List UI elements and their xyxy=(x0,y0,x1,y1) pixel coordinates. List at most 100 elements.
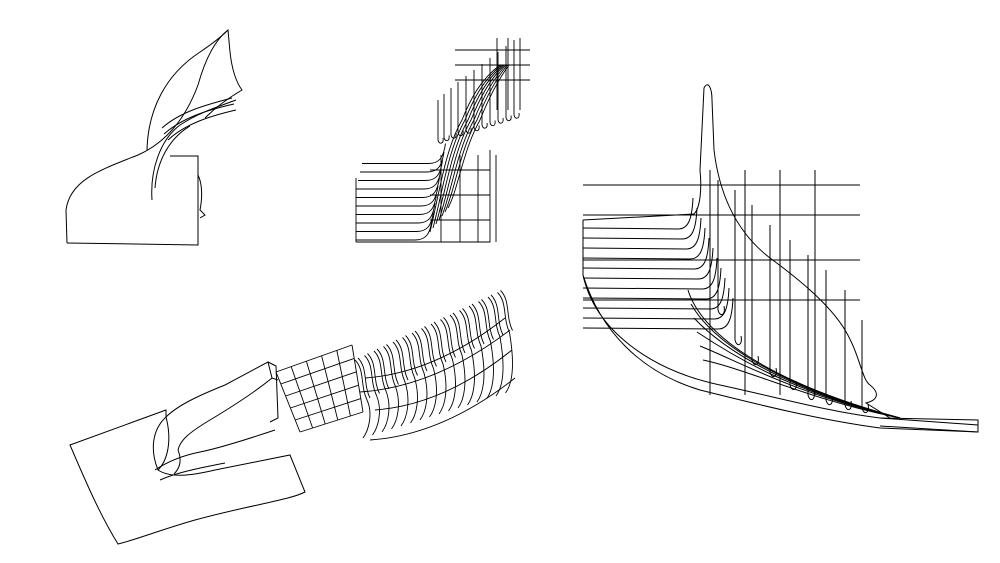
station-line xyxy=(458,82,463,136)
section-curve xyxy=(583,228,705,259)
station-line xyxy=(718,180,724,315)
station-line xyxy=(790,240,796,390)
station-line xyxy=(752,205,758,365)
rib-array-perspective xyxy=(276,291,515,441)
rib xyxy=(488,297,503,396)
rib-inner xyxy=(415,331,427,371)
section-curve xyxy=(356,203,435,223)
mesh-line xyxy=(352,345,363,412)
mesh-line xyxy=(281,358,354,384)
section-curve xyxy=(360,152,444,172)
section-curve xyxy=(583,218,701,249)
rib xyxy=(498,293,513,394)
section-curve xyxy=(583,208,697,239)
longitudinal xyxy=(375,350,512,410)
rib xyxy=(412,333,427,420)
section-curve xyxy=(583,198,693,229)
station-line xyxy=(444,94,449,141)
flow-curve xyxy=(430,65,500,232)
rib-inner xyxy=(501,291,513,331)
rib-inner xyxy=(406,336,418,376)
section-curve xyxy=(583,248,713,279)
rib xyxy=(479,302,494,400)
mesh-line xyxy=(286,372,357,396)
station-line xyxy=(826,270,832,405)
station-line xyxy=(735,190,741,345)
section-curve xyxy=(356,220,432,240)
rib xyxy=(460,311,475,406)
rib xyxy=(365,356,380,436)
section-curve xyxy=(356,212,434,232)
mesh-line xyxy=(295,399,361,420)
mesh-line xyxy=(306,361,325,424)
rib-inner xyxy=(463,309,475,349)
section-curve xyxy=(356,195,437,215)
section-curve xyxy=(583,238,709,269)
section-curve xyxy=(583,268,721,299)
longitudinal xyxy=(360,330,510,392)
station-line xyxy=(482,64,487,128)
section-curve xyxy=(583,278,725,309)
station-line xyxy=(490,58,495,126)
rib xyxy=(374,351,389,432)
mesh-line xyxy=(337,350,351,416)
rib xyxy=(450,315,465,408)
rib-inner xyxy=(387,345,399,385)
rib-inner xyxy=(491,295,503,335)
section-curve xyxy=(362,144,446,164)
section-curve xyxy=(358,161,443,181)
station-line xyxy=(498,52,503,123)
outline xyxy=(583,85,890,418)
rib-inner xyxy=(358,358,370,398)
mesh-line xyxy=(276,372,300,432)
flow-curve xyxy=(703,360,900,418)
station-line xyxy=(438,100,443,143)
section-lattice-elevation xyxy=(356,38,530,242)
mesh-line xyxy=(290,385,358,408)
station-line xyxy=(451,88,456,138)
section-curve xyxy=(356,178,440,198)
section-curve xyxy=(583,298,733,329)
flow-curve xyxy=(694,318,900,418)
rib xyxy=(469,306,484,402)
rib-inner xyxy=(396,340,408,380)
rib-inner xyxy=(453,313,465,353)
section-curve xyxy=(583,288,729,319)
section-curve xyxy=(583,258,717,289)
flow-curve xyxy=(700,346,900,418)
rib xyxy=(441,320,456,412)
rib-inner xyxy=(425,327,437,367)
station-line xyxy=(506,46,511,121)
rib-inner xyxy=(434,322,446,362)
station-line xyxy=(862,320,868,413)
rib xyxy=(422,329,437,418)
station-line xyxy=(474,70,479,131)
rib xyxy=(355,360,370,438)
rib-inner xyxy=(444,318,456,358)
flow-curve xyxy=(445,65,508,212)
mesh-line xyxy=(322,356,338,420)
mesh-line xyxy=(291,367,312,428)
rib xyxy=(393,342,408,426)
rib-inner xyxy=(472,304,484,344)
station-line xyxy=(514,40,519,118)
mesh-line xyxy=(300,412,363,432)
station-line xyxy=(808,255,814,400)
section-lattice-large xyxy=(583,85,978,432)
longitudinal xyxy=(370,378,515,440)
mesh-line xyxy=(276,345,352,372)
rib-inner xyxy=(482,300,494,340)
section-curve xyxy=(356,186,438,206)
flow-curve xyxy=(691,304,900,418)
surface-model-small xyxy=(66,30,242,245)
frame-line xyxy=(356,150,490,242)
section-curve xyxy=(356,169,441,189)
rib xyxy=(431,324,446,414)
station-line xyxy=(466,76,471,133)
station-line xyxy=(845,290,851,410)
longitudinal xyxy=(365,318,505,378)
surface-model-plan xyxy=(70,362,305,544)
rib-inner xyxy=(377,349,389,389)
keel-strip xyxy=(880,418,978,432)
